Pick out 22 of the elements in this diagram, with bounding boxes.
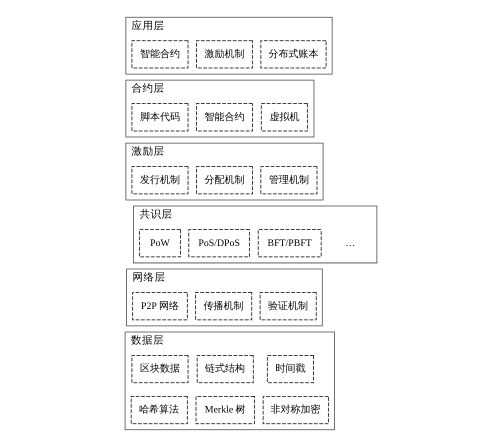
node-box: P2P 网络 — [132, 292, 188, 320]
node-box: 智能合约 — [132, 40, 188, 68]
node-box: 区块数据 — [132, 355, 188, 384]
node-box: Merkle 树 — [196, 396, 255, 424]
node-box: 虚拟机 — [260, 103, 308, 132]
node-box: 哈希算法 — [130, 396, 188, 424]
node-box: 传播机制 — [195, 292, 252, 320]
node-box: BFT/PBFT — [258, 229, 322, 258]
node-box: 链式结构 — [196, 355, 254, 384]
label: … — [345, 238, 356, 249]
node-box: 激励机制 — [196, 40, 253, 68]
node-box: PoW — [139, 229, 181, 258]
node-box: 脚本代码 — [132, 103, 188, 132]
node-box: 智能合约 — [196, 103, 253, 132]
node-box: 发行机制 — [132, 166, 188, 194]
node-box: 非对称加密 — [262, 396, 329, 424]
node-box: PoS/DPoS — [188, 229, 250, 258]
node-box: 验证机制 — [260, 292, 317, 320]
node-box: 分配机制 — [196, 166, 253, 194]
node-box: 分布式账本 — [260, 40, 326, 68]
node-box: 管理机制 — [260, 166, 318, 194]
node-box: 时间戳 — [266, 355, 314, 384]
